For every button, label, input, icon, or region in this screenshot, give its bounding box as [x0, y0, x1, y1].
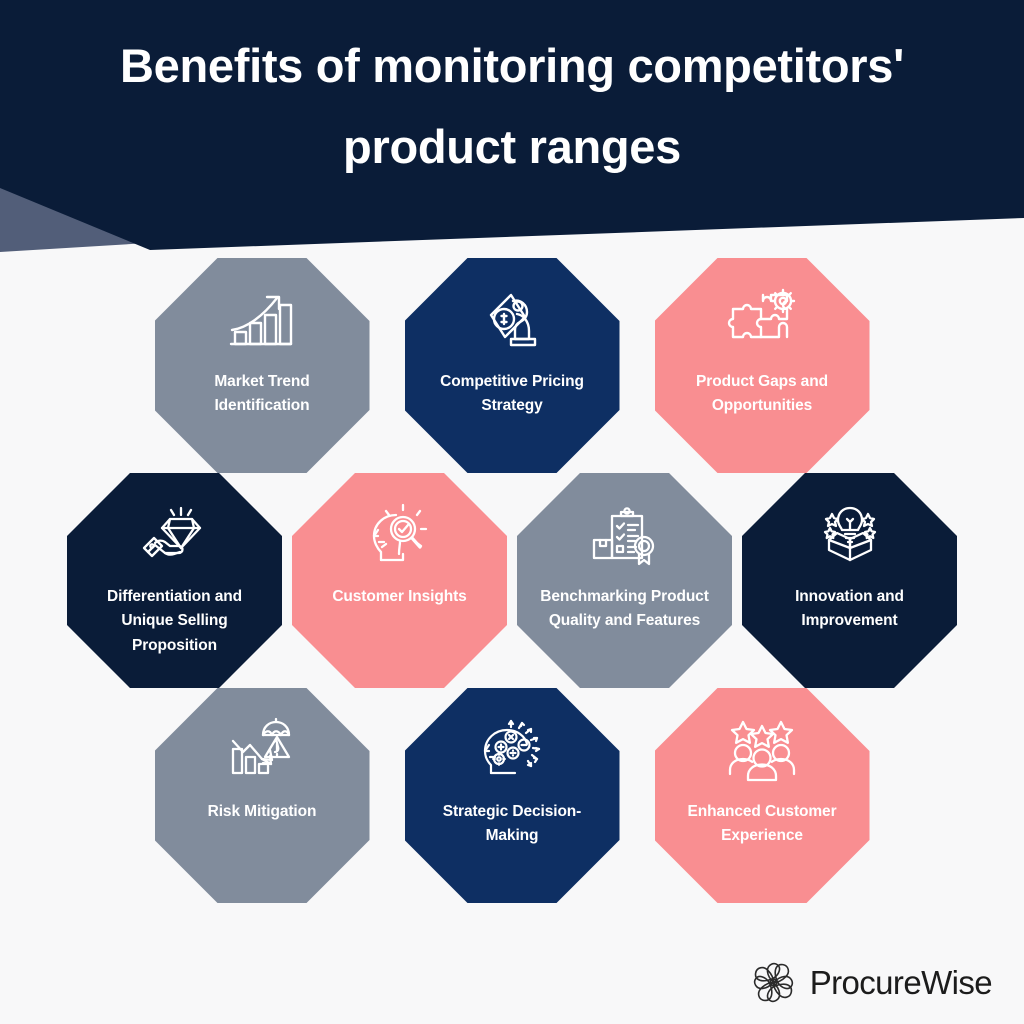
benefit-tile-label: Enhanced Customer Experience	[687, 803, 837, 845]
benefit-tile-label: Strategic Decision-Making	[442, 803, 582, 845]
clipboard-checklist-award-icon	[588, 501, 662, 571]
benefit-tile-market-trend-identification[interactable]: Market Trend Identification	[154, 258, 370, 473]
benefit-tile-label: Market Trend Identification	[214, 373, 310, 415]
benefits-row-3: Risk Mitigation	[0, 688, 1024, 903]
lightbulb-box-stars-icon	[813, 501, 887, 571]
benefit-tile-label: Product Gaps and Opportunities	[696, 373, 828, 415]
benefit-tile-differentiation-and-unique-selling-proposition[interactable]: Differentiation and Unique Selling Propo…	[67, 473, 282, 688]
benefit-tile-label: Risk Mitigation	[207, 803, 317, 820]
page-title: Benefits of monitoring competitors' prod…	[119, 39, 905, 173]
benefit-tile-innovation-and-improvement[interactable]: Innovation and Improvement	[742, 473, 957, 688]
declining-chart-umbrella-warning-icon	[225, 716, 299, 786]
benefits-grid: Market Trend Identification Competitive …	[0, 258, 1024, 903]
benefit-tile-label: Benchmarking Product Quality and Feature…	[540, 588, 709, 630]
benefit-tile-label: Customer Insights	[332, 588, 467, 605]
interlaced-knot-icon	[753, 962, 793, 1003]
benefit-tile-strategic-decision-making[interactable]: Strategic Decision-Making	[404, 688, 620, 903]
benefits-row-1: Market Trend Identification Competitive …	[0, 258, 1024, 473]
header-background-shape	[0, 0, 1024, 250]
benefit-tile-label: Innovation and Improvement	[795, 588, 904, 630]
header-banner: Benefits of monitoring competitors' prod…	[0, 0, 1024, 270]
benefit-tile-label: Competitive Pricing Strategy	[440, 373, 584, 415]
growth-chart-arrow-icon	[225, 286, 299, 356]
benefit-tile-product-gaps-and-opportunities[interactable]: Product Gaps and Opportunities	[654, 258, 870, 473]
price-tag-chess-knight-icon	[475, 286, 549, 356]
hand-holding-diamond-icon	[138, 501, 212, 571]
brand-logo: ProcureWise	[750, 959, 993, 1006]
benefit-tile-enhanced-customer-experience[interactable]: Enhanced Customer Experience	[654, 688, 870, 903]
puzzle-pieces-gear-icon	[725, 286, 799, 356]
brand-name: ProcureWise	[809, 963, 993, 1001]
head-math-operators-icon	[475, 716, 549, 786]
benefit-tile-benchmarking-product-quality-and-features[interactable]: Benchmarking Product Quality and Feature…	[517, 473, 732, 688]
three-people-stars-icon	[725, 716, 799, 786]
head-magnifier-check-icon	[363, 501, 437, 571]
benefit-tile-risk-mitigation[interactable]: Risk Mitigation	[154, 688, 370, 903]
benefits-row-2: Differentiation and Unique Selling Propo…	[0, 473, 1024, 688]
benefit-tile-customer-insights[interactable]: Customer Insights	[292, 473, 507, 688]
benefit-tile-label: Differentiation and Unique Selling Propo…	[106, 588, 243, 654]
benefit-tile-competitive-pricing-strategy[interactable]: Competitive Pricing Strategy	[404, 258, 620, 473]
